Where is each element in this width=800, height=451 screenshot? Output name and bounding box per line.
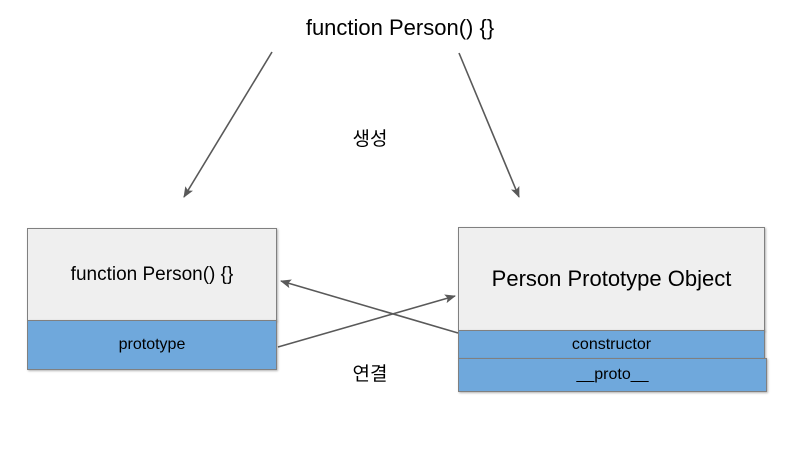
node-person-prototype-object-row-constructor: constructor <box>458 330 765 359</box>
arrow-create-left <box>183 51 273 198</box>
node-person-prototype-object-header: Person Prototype Object <box>458 227 765 331</box>
node-person-prototype-object: Person Prototype Object constructor __pr… <box>458 227 767 392</box>
edge-label-creation: 생성 <box>352 129 388 150</box>
edge-label-link: 연결 <box>352 364 388 385</box>
node-function-person: function Person() {} prototype <box>27 228 277 370</box>
arrow-create-right <box>458 52 520 198</box>
node-person-prototype-object-row-proto: __proto__ <box>458 358 767 392</box>
diagram-title: function Person() {} <box>305 15 495 40</box>
arrow-constructor-to-function <box>280 279 459 334</box>
node-function-person-header: function Person() {} <box>27 228 277 321</box>
arrow-prototype-to-object <box>277 294 456 348</box>
node-function-person-row-prototype: prototype <box>27 320 277 370</box>
